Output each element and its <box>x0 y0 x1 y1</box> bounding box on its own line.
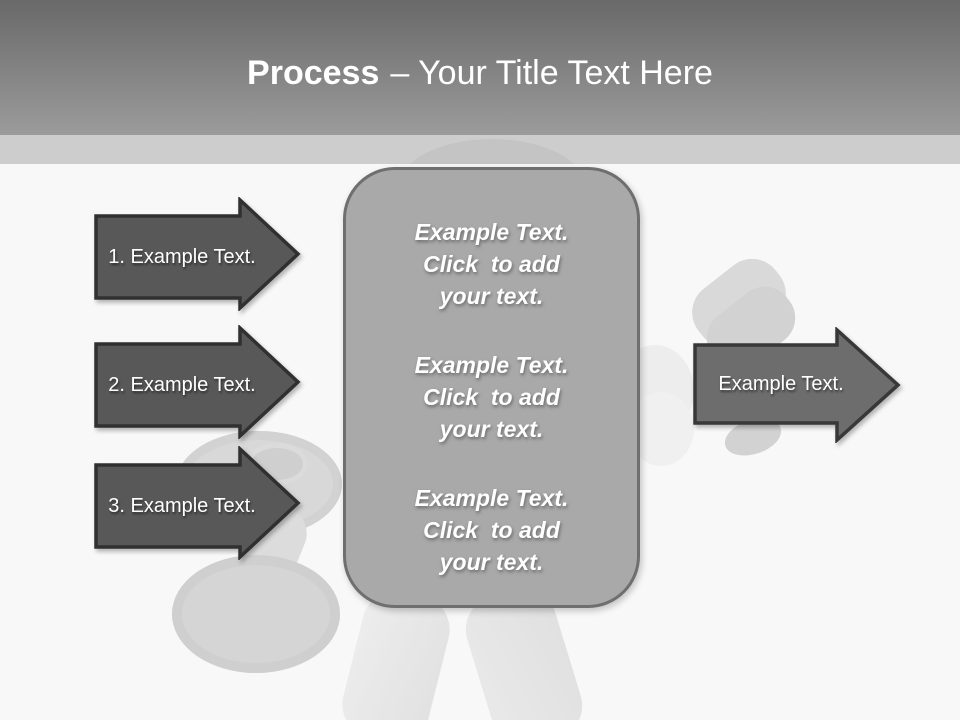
panel-line: Click to add <box>423 251 560 277</box>
step-arrow-1[interactable]: 1. Example Text. <box>93 197 304 311</box>
panel-line: your text. <box>439 549 544 575</box>
output-arrow-label: Example Text. <box>718 372 844 395</box>
output-arrow[interactable]: Example Text. <box>692 327 901 443</box>
right-arrow-shape <box>94 446 301 560</box>
panel-line: Example Text. <box>414 219 569 245</box>
page-title[interactable]: Process – Your Title Text Here <box>247 54 713 93</box>
panel-paragraph-2[interactable]: Example Text. Click to add your text. <box>346 349 637 445</box>
panel-line: Example Text. <box>414 352 569 378</box>
step-arrow-3[interactable]: 3. Example Text. <box>93 446 304 560</box>
bg-dumbbell-left-bottom-plate <box>172 555 340 673</box>
panel-paragraph-3[interactable]: Example Text. Click to add your text. <box>346 482 637 578</box>
right-arrow-shape <box>94 197 301 311</box>
panel-line: Example Text. <box>414 485 569 511</box>
step-arrow-2-label: 2. Example Text. <box>108 373 256 396</box>
panel-line: your text. <box>439 283 544 309</box>
page-title-subtitle: – Your Title Text Here <box>390 54 713 92</box>
header-band: Process – Your Title Text Here <box>0 0 960 135</box>
panel-line: Click to add <box>423 384 560 410</box>
step-arrow-1-label: 1. Example Text. <box>108 245 256 268</box>
panel-paragraph-1[interactable]: Example Text. Click to add your text. <box>346 216 637 312</box>
right-arrow-shape <box>693 327 901 443</box>
header-underline-band <box>0 135 960 164</box>
step-arrow-3-label: 3. Example Text. <box>108 494 256 517</box>
bg-figure-head <box>400 139 584 164</box>
center-text-panel[interactable]: Example Text. Click to add your text. Ex… <box>343 167 640 608</box>
step-arrow-2[interactable]: 2. Example Text. <box>93 325 304 439</box>
panel-line: your text. <box>439 416 544 442</box>
panel-line: Click to add <box>423 517 560 543</box>
right-arrow-shape <box>94 325 301 439</box>
page-title-keyword: Process <box>247 54 380 92</box>
